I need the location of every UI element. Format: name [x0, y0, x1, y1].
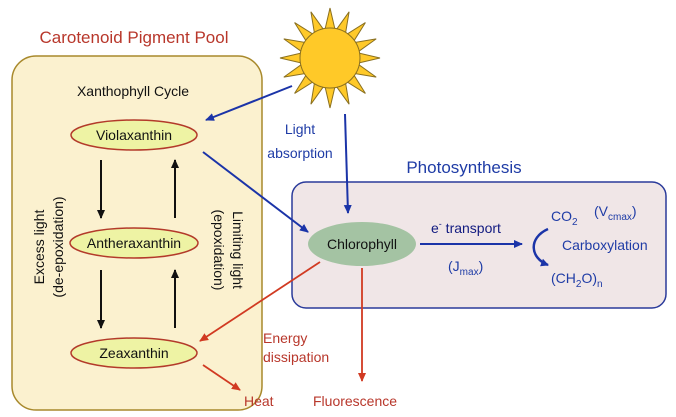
- light-absorption-label-line2: absorption: [267, 145, 332, 161]
- vcmax-label: (Vcmax): [594, 203, 637, 223]
- sun-ray: [279, 52, 302, 64]
- antheraxanthin-label: Antheraxanthin: [87, 235, 181, 251]
- excess-light-label: Excess light (de-epoxidation): [31, 196, 66, 297]
- jmax-label: (Jmax): [448, 258, 483, 278]
- co2-label: CO2: [551, 208, 578, 228]
- violaxanthin-node: [70, 119, 198, 151]
- limiting-light-label: Limiting light (epoxidation): [211, 210, 246, 291]
- sun-disk: [299, 27, 361, 89]
- heat-label: Heat: [244, 393, 274, 409]
- svg-text:(epoxidation): (epoxidation): [211, 210, 227, 291]
- chlorophyll-label: Chlorophyll: [327, 236, 397, 252]
- chlorophyll-node: [308, 222, 416, 266]
- carboxylation-label: Carboxylation: [562, 237, 648, 253]
- violaxanthin-label: Violaxanthin: [96, 127, 172, 143]
- zeaxanthin-label: Zeaxanthin: [99, 345, 168, 361]
- arrow-chlorophyll-to-zeaxanthin: [199, 261, 321, 342]
- sun-ray: [358, 52, 381, 64]
- light-absorption-label-line1: Light: [285, 121, 315, 137]
- arrow-sun-to-violaxanthin: [205, 85, 293, 121]
- carboxylation-curve-arrow: [532, 227, 549, 267]
- svg-text:(de-epoxidation): (de-epoxidation): [50, 196, 66, 297]
- sun-ray: [324, 86, 336, 109]
- fluorescence-label: Fluorescence: [313, 393, 397, 409]
- svg-text:Limiting light: Limiting light: [230, 211, 246, 289]
- photosynthesis-title: Photosynthesis: [406, 158, 521, 177]
- arrow-zeaxanthin-to-heat: [202, 364, 241, 391]
- xanthophyll-cycle-title: Xanthophyll Cycle: [77, 83, 189, 99]
- carbohydrate-label: (CH2O)n: [551, 270, 603, 290]
- electron-transport-label: e- transport: [431, 219, 501, 236]
- sun-icon: [279, 7, 381, 109]
- zeaxanthin-node: [70, 337, 198, 369]
- sun-ray: [324, 7, 336, 30]
- energy-dissipation-label-line2: dissipation: [263, 349, 329, 365]
- arrow-violaxanthin-to-chlorophyll: [202, 151, 309, 233]
- antheraxanthin-node: [69, 227, 199, 259]
- energy-dissipation-label-line1: Energy: [263, 330, 307, 346]
- arrow-sun-to-chlorophyll: [343, 113, 352, 214]
- svg-text:Excess light: Excess light: [31, 210, 47, 285]
- carotenoid-pool-title: Carotenoid Pigment Pool: [39, 28, 228, 47]
